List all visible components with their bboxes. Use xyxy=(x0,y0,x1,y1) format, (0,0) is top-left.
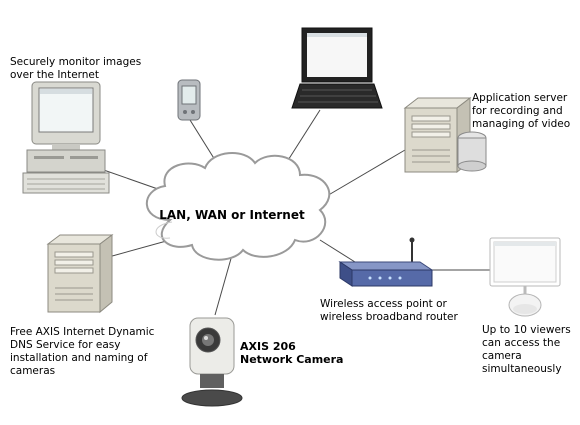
line-router xyxy=(319,239,356,263)
router-label: Wireless access point or wireless broadb… xyxy=(320,298,458,323)
line-camera xyxy=(214,254,233,316)
cloud-icon xyxy=(145,151,331,261)
monitor-label: Securely monitor images over the Interne… xyxy=(10,56,142,81)
line-app-server xyxy=(319,149,406,201)
imac-icon xyxy=(489,237,561,317)
desktop-pc-icon xyxy=(22,81,110,194)
pda-icon xyxy=(177,79,201,121)
connection-lines xyxy=(97,109,492,316)
wireless-router-icon xyxy=(338,237,434,287)
cloud-label: LAN, WAN or Internet xyxy=(159,208,305,222)
laptop-icon xyxy=(291,27,383,109)
network-camera-icon xyxy=(181,317,243,407)
line-pda xyxy=(189,119,216,161)
line-dns-server xyxy=(104,239,171,259)
tower-server-icon xyxy=(403,96,487,174)
dns-service-label: Free AXIS Internet Dynamic DNS Service f… xyxy=(10,326,155,377)
camera-label: AXIS 206 Network Camera xyxy=(240,340,344,366)
app-server-label: Application server for recording and man… xyxy=(472,92,571,130)
dns-server-icon xyxy=(46,234,114,314)
viewers-label: Up to 10 viewers can access the camera s… xyxy=(482,324,571,375)
line-laptop xyxy=(284,109,321,166)
